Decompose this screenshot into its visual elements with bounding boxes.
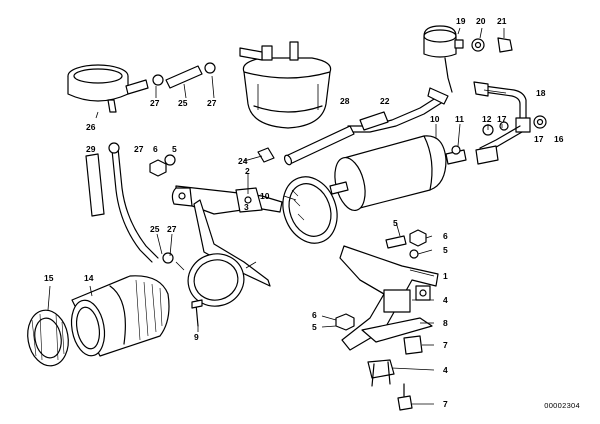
fuel-tank-sender-unit	[239, 41, 332, 129]
callout-27-top: 27	[207, 98, 217, 108]
callout-labels: 19 20 21 26 27 25 27 28 22 10 11 12 17 1…	[44, 16, 564, 409]
callout-3: 3	[244, 202, 249, 212]
callout-9: 9	[194, 332, 199, 342]
callout-12: 12	[482, 114, 492, 124]
callout-5-mid-right: 5	[443, 245, 448, 255]
callout-18: 18	[536, 88, 546, 98]
seal-ring	[27, 309, 69, 367]
fuel-line-upper	[347, 87, 449, 133]
callout-28: 29	[86, 144, 96, 154]
fuel-pump	[70, 275, 170, 357]
hose-23	[283, 125, 355, 166]
callout-23: 28	[340, 96, 350, 106]
callout-10-top: 10	[430, 114, 440, 124]
fuel-filter	[329, 135, 467, 212]
bolt-nut-mid	[385, 229, 427, 259]
callout-22: 22	[380, 96, 390, 106]
clamp-ring	[282, 176, 338, 244]
callout-5-upper: 5	[172, 144, 177, 154]
callout-6-mid: 6	[443, 231, 448, 241]
callout-21: 21	[497, 16, 507, 26]
callout-26: 26	[86, 122, 96, 132]
callout-16: 16	[554, 134, 564, 144]
callout-17-mid: 17	[497, 114, 507, 124]
callout-5-lower: 5	[312, 322, 317, 332]
callout-19: 19	[456, 16, 466, 26]
callout-1: 1	[443, 271, 448, 281]
callout-6-lower: 6	[312, 310, 317, 320]
callout-10-mid: 10	[260, 191, 270, 201]
mounting-bracket	[171, 185, 283, 287]
callout-7-upper: 7	[443, 340, 448, 350]
leader-lines	[47, 27, 507, 405]
callout-15: 15	[44, 273, 54, 283]
callout-5-mid: 5	[393, 218, 398, 228]
callout-8: 8	[443, 318, 448, 328]
callout-17-right: 17	[534, 134, 544, 144]
screw-9	[191, 299, 203, 327]
callout-4-upper: 4	[443, 295, 448, 305]
clamp-band	[175, 253, 257, 307]
callout-4-lower: 4	[443, 365, 448, 375]
callout-27-mid: 27	[134, 144, 144, 154]
hose-left	[85, 142, 174, 264]
diagram-reference-number: 00002304	[544, 401, 580, 410]
bolt-lower	[335, 313, 423, 411]
callout-25-top: 25	[178, 98, 188, 108]
callout-14: 14	[84, 273, 94, 283]
expansion-tank	[67, 64, 149, 113]
nut-washer-upper	[149, 154, 176, 177]
callout-7-lower: 7	[443, 399, 448, 409]
return-line	[473, 81, 547, 157]
callout-6-upper: 6	[153, 144, 158, 154]
clip-24	[257, 147, 275, 163]
support-bracket	[339, 245, 439, 351]
callout-25-lower: 25	[150, 224, 160, 234]
callout-2: 2	[245, 166, 250, 176]
pressure-regulator	[423, 25, 513, 93]
callout-20: 20	[476, 16, 486, 26]
hose-top	[152, 62, 216, 89]
callout-11: 11	[455, 114, 464, 124]
callout-ticks	[321, 315, 337, 328]
callout-27-lower: 27	[167, 224, 177, 234]
callout-24: 24	[238, 156, 248, 166]
callout-27-top-left: 27	[150, 98, 160, 108]
